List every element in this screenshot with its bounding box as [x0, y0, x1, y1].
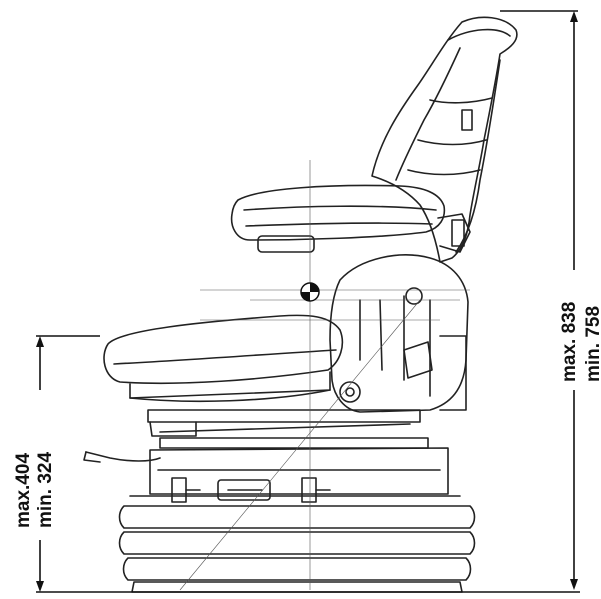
base-plate	[83, 437, 449, 503]
arrowhead-down-icon	[36, 581, 44, 592]
dimension-lines	[36, 10, 580, 593]
arrowhead-up-icon	[570, 11, 578, 22]
bellows	[118, 495, 476, 593]
arrowhead-down-icon	[570, 579, 578, 590]
seat-cushion	[103, 314, 344, 403]
overall-height-max-label: max. 838	[559, 301, 580, 382]
overall-height-min-label: min. 758	[583, 305, 601, 382]
arrowhead-up-icon	[36, 336, 44, 347]
center-of-gravity-marker	[300, 282, 320, 302]
backrest	[371, 16, 518, 263]
seat-height-max-label: max.404	[13, 452, 34, 528]
construction-lines	[179, 160, 470, 591]
seat-height-min-label: min. 324	[35, 451, 56, 528]
armrest	[230, 184, 471, 253]
seat-frame	[147, 254, 469, 437]
